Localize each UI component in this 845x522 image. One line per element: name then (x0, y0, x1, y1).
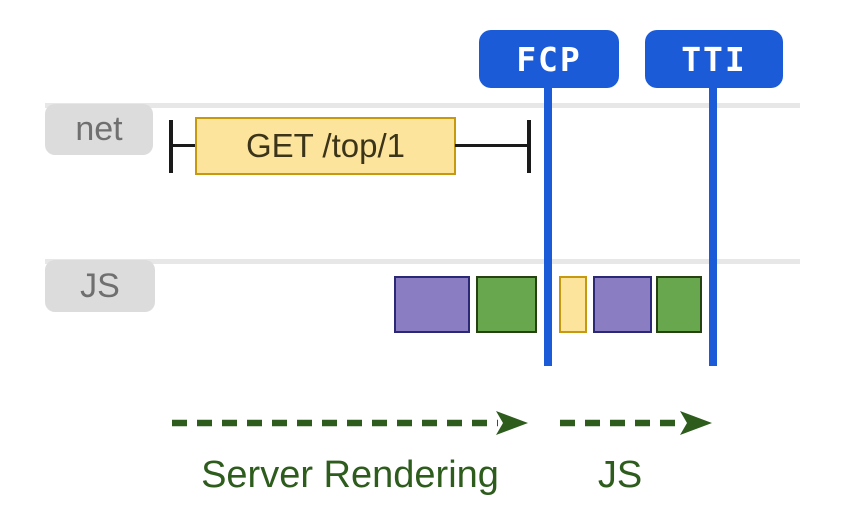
tti-flag-label: TTI (681, 39, 747, 79)
net-track-pill: net (45, 104, 153, 155)
fcp-flag-label: FCP (516, 39, 582, 79)
network-request-label: GET /top/1 (246, 127, 405, 164)
js-track-label: JS (80, 266, 120, 305)
network-request-box: GET /top/1 (195, 117, 456, 175)
net-track-label: net (75, 110, 123, 148)
server-rendering-arrow (172, 411, 528, 435)
request-end-connector (455, 144, 528, 147)
js-track-pill: JS (45, 260, 155, 312)
js-block-purple (394, 276, 470, 333)
fcp-flag: FCP (479, 30, 619, 88)
js-block-yellow (559, 276, 587, 333)
request-start-connector (171, 144, 197, 147)
fcp-marker-line (544, 87, 552, 366)
js-block-green (656, 276, 702, 333)
js-block-green (476, 276, 537, 333)
server-rendering-phase-label: Server Rendering (201, 454, 499, 496)
js-phase-label: JS (597, 454, 643, 496)
js-phase-arrow (560, 411, 712, 435)
tti-flag: TTI (645, 30, 783, 88)
net-track-baseline (45, 103, 800, 108)
request-end-tick (527, 120, 531, 173)
js-block-purple (593, 276, 652, 333)
js-track-baseline (45, 259, 800, 264)
tti-marker-line (709, 87, 717, 366)
